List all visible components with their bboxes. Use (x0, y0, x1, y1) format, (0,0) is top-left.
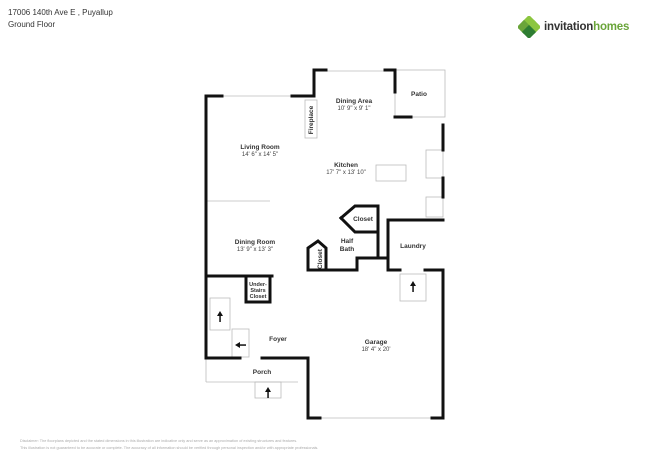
dims-dining-room: 13' 9" x 13' 3" (237, 247, 273, 253)
logo-text-homes: homes (593, 21, 630, 33)
room-closet: Closet (353, 216, 374, 223)
dims-dining-area: 10' 9" x 9' 1" (338, 106, 371, 112)
stair-arrows (217, 281, 416, 398)
room-garage: Garage (365, 339, 388, 346)
room-laundry: Laundry (400, 243, 426, 250)
under-stairs-line2: Stairs (250, 288, 265, 294)
dims-garage: 18' 4" x 20' (361, 347, 390, 353)
room-foyer: Foyer (269, 336, 287, 343)
room-dining-area: Dining Area (336, 98, 373, 105)
invitation-homes-logo: invitationhomes (518, 16, 629, 38)
floor-label: Ground Floor (8, 20, 56, 29)
disclaimer-line2: This illustration is not guaranteed to b… (20, 446, 319, 450)
logo-text-invitation: invitation (544, 21, 594, 33)
disclaimer-line1: Disclaimer: The floorplans depicted and … (20, 439, 298, 443)
room-dining-room: Dining Room (235, 239, 276, 246)
room-porch: Porch (253, 369, 271, 376)
room-half-bath-line1: Half (341, 238, 354, 245)
room-half-bath-line2: Bath (340, 246, 354, 253)
walls (204, 68, 445, 420)
address: 17006 140th Ave E , Puyallup (8, 8, 113, 17)
under-stairs-line3: Closet (250, 294, 267, 300)
logo-mark-icon (518, 16, 540, 38)
room-kitchen: Kitchen (334, 162, 358, 169)
room-living-room: Living Room (240, 144, 280, 151)
under-stairs-line1: Under- (249, 282, 267, 288)
dims-kitchen: 17' 7" x 13' 10" (326, 170, 366, 176)
room-patio: Patio (411, 91, 427, 98)
fireplace-label: Fireplace (308, 105, 315, 134)
dims-living-room: 14' 6" x 14' 5" (242, 152, 278, 158)
room-closet-2: Closet (317, 248, 324, 269)
